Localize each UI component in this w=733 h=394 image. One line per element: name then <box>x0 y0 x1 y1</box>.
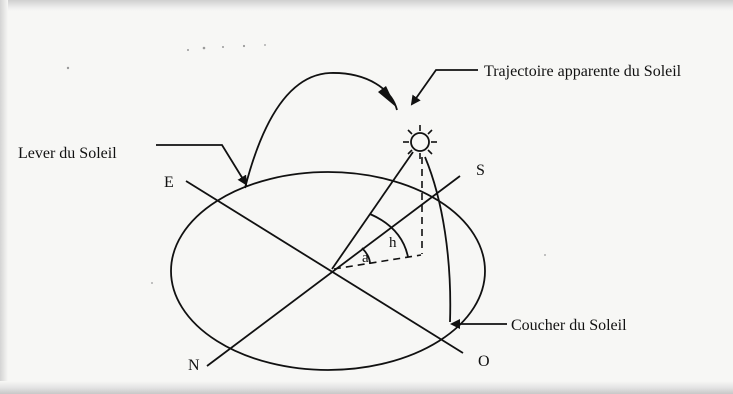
sun-trajectory-lower <box>424 156 452 323</box>
sunset-label: Coucher du Soleil <box>511 317 627 334</box>
sunrise-label: Lever du Soleil <box>18 145 117 162</box>
sunrise-leader <box>156 144 248 186</box>
north-south-axis <box>206 175 461 367</box>
azimuth-angle-label: a <box>362 250 369 266</box>
page-top-shadow <box>0 0 733 11</box>
sun-horizontal-projection <box>333 254 422 270</box>
north-label: N <box>188 357 200 374</box>
page-bottom-shadow <box>0 381 733 394</box>
east-west-axis <box>185 180 464 354</box>
height-arc <box>369 213 409 258</box>
trajectory-direction-arrow <box>378 86 396 107</box>
height-angle-label: h <box>389 235 397 251</box>
trajectory-label: Trajectoire apparente du Soleil <box>484 63 682 80</box>
horizon-ellipse <box>170 171 486 371</box>
scan-specks <box>66 44 546 284</box>
sun-trajectory-upper <box>244 72 398 189</box>
sun-icon <box>403 125 437 159</box>
west-label: O <box>478 353 490 370</box>
trajectory-leader <box>410 69 478 106</box>
south-label: S <box>476 162 485 179</box>
east-label: E <box>164 174 174 191</box>
page-left-shadow <box>0 0 8 394</box>
sun-direction-line <box>331 151 414 270</box>
azimuth-arc <box>361 247 371 265</box>
